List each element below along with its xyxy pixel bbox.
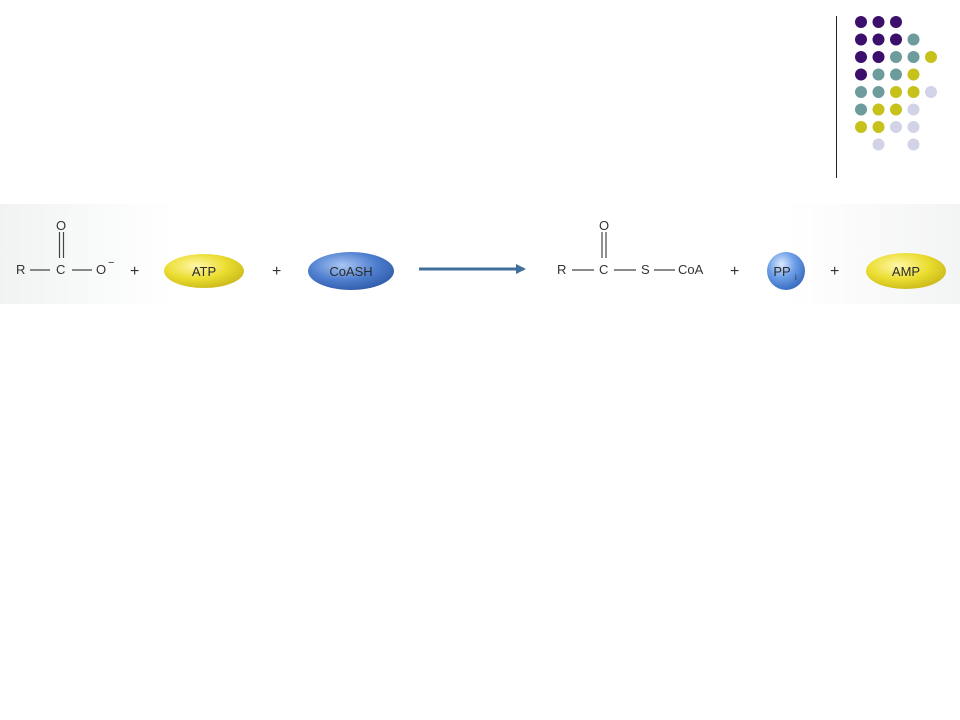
decor-dot bbox=[890, 51, 902, 63]
decor-dot bbox=[890, 68, 902, 81]
reactant-r-label: R bbox=[16, 262, 25, 277]
decor-dot bbox=[907, 51, 920, 63]
decor-dot bbox=[855, 51, 867, 63]
reactant-c-label: C bbox=[56, 262, 65, 277]
pp-circle bbox=[767, 252, 805, 290]
pp-ball: PP i bbox=[767, 252, 805, 290]
decor-dot bbox=[890, 86, 902, 98]
decor-dot bbox=[855, 86, 867, 98]
product-c-label: C bbox=[599, 262, 608, 277]
atp-label: ATP bbox=[192, 264, 216, 279]
decor-dot bbox=[855, 121, 867, 133]
decor-dot bbox=[907, 138, 920, 151]
decor-dot bbox=[872, 86, 885, 98]
pp-label: PP bbox=[773, 264, 790, 279]
product-r-label: R bbox=[557, 262, 566, 277]
decor-dot bbox=[890, 121, 902, 133]
coash-label: CoASH bbox=[329, 264, 372, 279]
decor-dot bbox=[907, 103, 920, 116]
decorative-dot-grid bbox=[855, 16, 937, 151]
decor-dot bbox=[872, 121, 885, 133]
reactant-o-label: O bbox=[96, 262, 106, 277]
reactant-charge: − bbox=[108, 257, 114, 269]
amp-label: AMP bbox=[892, 264, 920, 279]
amp-pill: AMP bbox=[866, 253, 946, 289]
decor-dot bbox=[872, 33, 885, 46]
decor-dot bbox=[907, 68, 920, 81]
decor-dot bbox=[855, 103, 867, 116]
reactant-o-top-label: O bbox=[56, 218, 66, 233]
product-o-top-label: O bbox=[599, 218, 609, 233]
decor-dot bbox=[890, 33, 902, 46]
decor-dot bbox=[890, 103, 902, 116]
reaction-diagram: R C O O − + ATP + CoASH R C O bbox=[16, 218, 946, 290]
plus-sign-4: + bbox=[830, 263, 839, 280]
decor-dot bbox=[890, 16, 902, 28]
product-acyl-coa: R C O S CoA bbox=[557, 218, 704, 277]
decor-dot bbox=[872, 103, 885, 116]
atp-ellipse bbox=[164, 254, 244, 288]
decor-dot bbox=[907, 86, 920, 98]
product-coa-label: CoA bbox=[678, 262, 704, 277]
decor-dot bbox=[907, 121, 920, 133]
amp-ellipse bbox=[866, 253, 946, 289]
decor-dot bbox=[855, 33, 867, 46]
decor-dot bbox=[925, 51, 937, 63]
reaction-panel bbox=[0, 204, 960, 304]
reactant-carboxylate: R C O O − bbox=[16, 218, 114, 277]
plus-sign-3: + bbox=[730, 263, 739, 280]
decor-dot bbox=[855, 16, 867, 28]
decor-dot bbox=[872, 68, 885, 81]
decor-dot bbox=[872, 51, 885, 63]
decor-dot bbox=[925, 86, 937, 98]
coash-ellipse bbox=[308, 252, 394, 290]
plus-sign-2: + bbox=[272, 263, 281, 280]
decor-dot bbox=[872, 138, 885, 151]
coash-pill: CoASH bbox=[308, 252, 394, 290]
atp-pill: ATP bbox=[164, 254, 244, 288]
decor-dot bbox=[907, 33, 920, 46]
product-s-label: S bbox=[641, 262, 650, 277]
decor-dot bbox=[872, 16, 885, 28]
plus-sign-1: + bbox=[130, 263, 139, 280]
decor-dot bbox=[855, 68, 867, 81]
pp-subscript: i bbox=[795, 273, 797, 282]
title-divider-line bbox=[836, 16, 837, 178]
